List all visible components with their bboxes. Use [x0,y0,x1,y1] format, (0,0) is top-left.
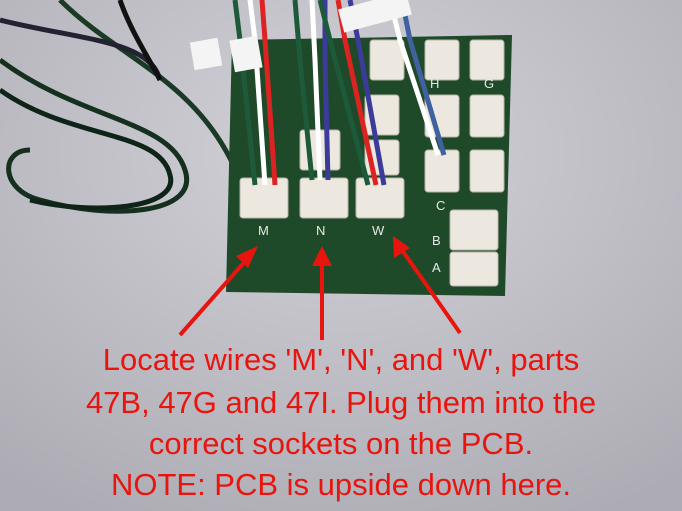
label-m: M [258,223,269,238]
label-b: B [432,233,441,248]
arrow-m [178,256,250,337]
arrow-w-head [393,236,410,258]
red-arrows [178,236,462,340]
label-n: N [316,223,325,238]
sockets [239,39,505,287]
label-c: C [436,198,445,213]
label-w: W [372,223,385,238]
caption-line-4: NOTE: PCB is upside down here. [110,467,572,502]
label-h: H [430,76,439,91]
arrow-m-head [236,246,258,268]
label-g: G [484,76,494,91]
caption-line-1: Locate wires 'M', 'N', and 'W', parts [102,342,580,377]
arrow-n-head [312,246,332,266]
caption-line-2: 47B, 47G and 47I. Plug them into the [85,385,597,420]
arrow-w [400,248,462,335]
loose-wires [0,0,243,214]
wire-label-sleeves [189,0,412,73]
label-a: A [432,260,441,275]
caption-line-3: correct sockets on the PCB. [148,426,534,461]
